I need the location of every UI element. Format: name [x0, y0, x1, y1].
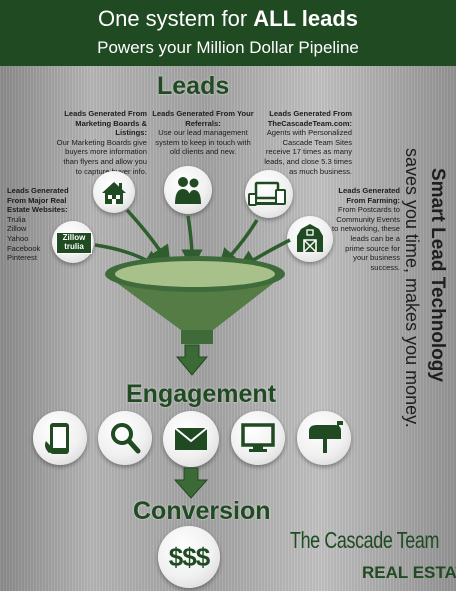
section-leads: Leads — [157, 72, 230, 100]
referrals-body: Use our lead management system to keep i… — [155, 128, 251, 157]
money-icon: $$$ — [158, 526, 220, 588]
barn-icon — [287, 216, 333, 262]
lead-source-farming: Leads Generated From Farming: From Postc… — [330, 186, 400, 272]
section-engagement: Engagement — [126, 380, 277, 408]
logo-badge: Zillow trulia — [56, 232, 92, 254]
real-estate-site-item: Trulia — [7, 214, 26, 224]
farming-body: From Postcards to Community Events to ne… — [332, 205, 400, 272]
down-arrow-2 — [173, 467, 209, 499]
down-arrow-1 — [175, 344, 209, 376]
zillow-trulia-logo: Zillow trulia — [52, 221, 94, 263]
funnel-graphic — [105, 256, 285, 344]
page-title: One system for ALL leads — [0, 6, 456, 32]
mailbox-icon — [297, 411, 351, 465]
house-icon — [93, 171, 135, 213]
lead-source-real-estate-sites: Leads Generated From Major Real Estate W… — [7, 186, 79, 263]
title-prefix: One system for — [97, 6, 254, 31]
zillow-logo-text: Zillow — [62, 233, 86, 242]
trulia-logo-text: trulia — [64, 242, 84, 251]
website-heading: Leads Generated From TheCascadeTeam.com: — [267, 109, 352, 128]
brand-subtitle: REAL ESTATE — [362, 563, 456, 582]
search-icon — [98, 411, 152, 465]
phone-icon — [33, 411, 87, 465]
brand-name: The Cascade Team — [290, 527, 439, 553]
title-bold: ALL leads — [253, 6, 359, 31]
lead-source-website: Leads Generated From TheCascadeTeam.com:… — [260, 109, 352, 176]
real-estate-site-item: Pinterest — [7, 253, 37, 263]
real-estate-site-item: Zillow — [7, 224, 27, 234]
section-conversion: Conversion — [133, 497, 271, 525]
people-icon — [164, 166, 212, 214]
marketing-heading: Leads Generated From Marketing Boards & … — [64, 109, 147, 138]
arrow-house — [125, 208, 171, 267]
lead-source-referrals: Leads Generated From Your Referrals: Use… — [150, 109, 256, 157]
email-icon — [163, 411, 219, 467]
page-subtitle: Powers your Million Dollar Pipeline — [97, 38, 359, 57]
website-body: Agents with Personalized Cascade Team Si… — [264, 128, 352, 176]
dollar-symbols: $$$ — [168, 542, 210, 572]
devices-icon — [245, 170, 293, 218]
real-estate-sites-heading: Leads Generated From Major Real Estate W… — [7, 186, 69, 215]
header-banner: One system for ALL leads Powers your Mil… — [0, 0, 456, 66]
real-estate-site-item: Facebook — [7, 243, 41, 253]
tagline-line2: saves you time, makes you money. — [402, 148, 422, 428]
referrals-heading: Leads Generated From Your Referrals: — [152, 109, 254, 128]
tagline-line1: Smart Lead Technology — [427, 168, 448, 382]
real-estate-site-item: Yahoo — [7, 233, 29, 243]
monitor-icon — [231, 411, 285, 465]
farming-heading: Leads Generated From Farming: — [338, 186, 400, 205]
